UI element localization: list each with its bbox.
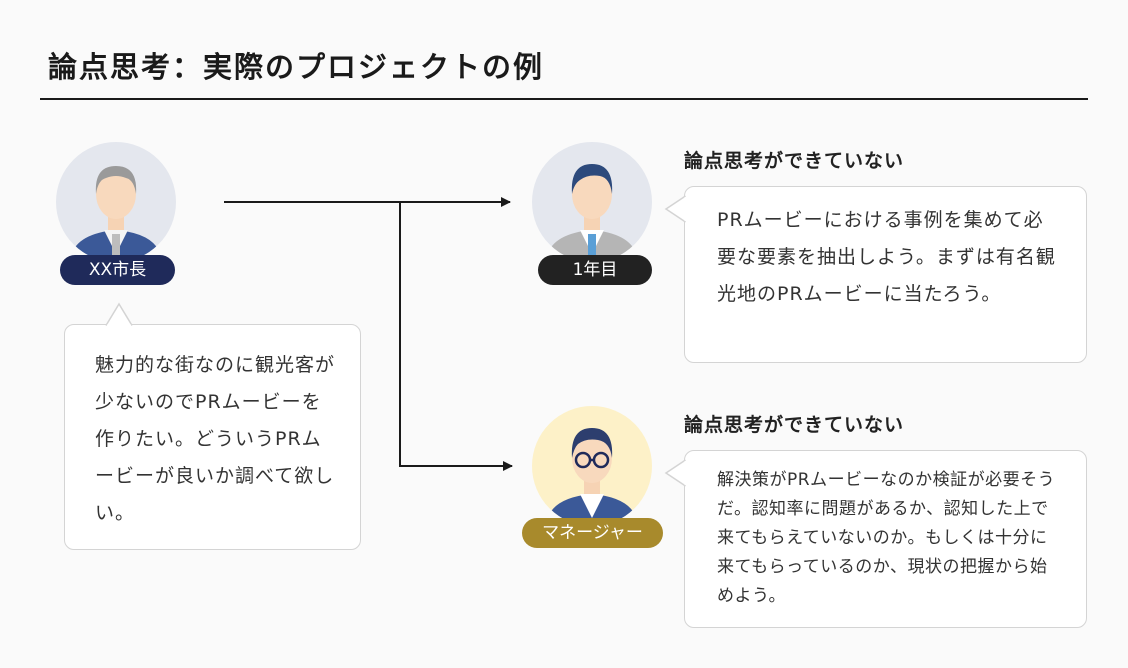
first-year-speech-bubble: PRムービーにおける事例を集めて必要な要素を抽出しよう。まずは有名観光地のPRム…	[684, 186, 1087, 363]
manager-bubble-tail	[664, 459, 686, 487]
mayor-speech-bubble: 魅力的な街なのに観光客が少ないのでPRムービーを作りたい。どういうPRムービーが…	[64, 324, 361, 550]
manager-role-badge: マネージャー	[522, 518, 663, 548]
manager-speech-bubble: 解決策がPRムービーなのか検証が必要そうだ。認知率に問題があるか、認知した上で来…	[684, 450, 1087, 628]
manager-status-label: 論点思考ができていない	[684, 414, 905, 436]
mayor-speech-text: 魅力的な街なのに観光客が少ないのでPRムービーを作りたい。どういうPRムービーが…	[95, 354, 336, 524]
title-divider	[40, 98, 1088, 100]
first-year-status-label: 論点思考ができていない	[684, 150, 905, 172]
first-year-bubble-tail	[664, 195, 686, 223]
page-title: 論点思考：実際のプロジェクトの例	[48, 50, 545, 84]
mayor-bubble-tail	[105, 302, 133, 326]
mayor-role-badge: XX市長	[60, 255, 175, 285]
first-year-role-badge: 1年目	[538, 255, 652, 285]
manager-avatar	[532, 406, 652, 526]
manager-speech-text: 解決策がPRムービーなのか検証が必要そうだ。認知率に問題があるか、認知した上で来…	[717, 470, 1056, 606]
first-year-speech-text: PRムービーにおける事例を集めて必要な要素を抽出しよう。まずは有名観光地のPRム…	[717, 209, 1056, 305]
first-year-avatar	[532, 142, 652, 262]
mayor-avatar	[56, 142, 176, 262]
